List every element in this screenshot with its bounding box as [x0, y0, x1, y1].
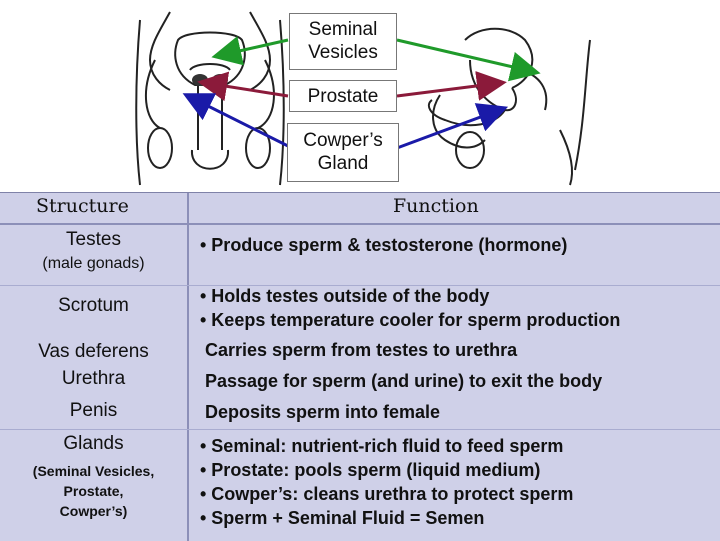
function-line: • Prostate: pools sperm (liquid medium) [200, 460, 541, 480]
table-row-structure: Urethra [0, 368, 187, 390]
side-view-sketch [427, 27, 591, 186]
structure-name: Testes [66, 229, 121, 250]
prostate-callout: Prostate [289, 80, 397, 112]
prostate-right-arrow [396, 70, 507, 101]
function-line: • Seminal: nutrient-rich fluid to feed s… [200, 436, 564, 456]
cowpers-left-arrow [182, 93, 289, 148]
function-line: Deposits sperm into female [205, 402, 441, 422]
seminal-left-arrow [211, 36, 289, 66]
anatomy-diagram: Seminal Vesicles Prostate Cowper’s Gland [0, 0, 720, 192]
function-line: Carries sperm from testes to urethra [205, 340, 518, 360]
structure-name: Glands [63, 433, 124, 454]
prostate-left-arrow [197, 71, 289, 102]
seminal-vesicles-callout: Seminal Vesicles [289, 13, 397, 70]
structure-subtitle: (Seminal Vesicles, Prostate, Cowper’s) [32, 463, 155, 519]
structure-name: Penis [69, 400, 118, 421]
function-header: Function [393, 195, 479, 217]
header-divider [0, 223, 720, 225]
structure-name: Vas deferens [38, 341, 149, 362]
table-row-structure: Testes (male gonads) [0, 229, 187, 274]
function-line: • Cowper’s: cleans urethra to protect sp… [200, 484, 574, 504]
table-row-structure: Penis [0, 400, 187, 422]
table-row-structure: Vas deferens [0, 341, 187, 363]
structure-header: Structure [36, 195, 129, 217]
structure-name: Scrotum [58, 295, 129, 316]
table-row-function: • Holds testes outside of the body • Kee… [200, 284, 715, 332]
row-divider [0, 429, 720, 430]
table-row-function: Deposits sperm into female [205, 400, 720, 424]
function-line: • Keeps temperature cooler for sperm pro… [200, 310, 621, 330]
table-row-function: • Produce sperm & testosterone (hormone) [200, 233, 715, 257]
function-line: Passage for sperm (and urine) to exit th… [205, 371, 603, 391]
cowpers-gland-callout: Cowper’s Gland [287, 123, 399, 182]
table-header: Structure Function [0, 193, 720, 223]
table-row-function: Carries sperm from testes to urethra [205, 338, 720, 362]
structure-function-table: Structure Function Testes (male gonads) … [0, 192, 720, 541]
function-line: • Holds testes outside of the body [200, 286, 490, 306]
column-divider [187, 193, 189, 541]
front-view-sketch [135, 11, 285, 186]
function-line: • Sperm + Seminal Fluid = Semen [200, 508, 485, 528]
table-row-function: • Seminal: nutrient-rich fluid to feed s… [200, 434, 715, 530]
structure-subtitle: (male gonads) [42, 255, 145, 272]
function-line: • Produce sperm & testosterone (hormone) [200, 235, 568, 255]
cowpers-right-arrow [396, 103, 509, 150]
structure-name: Urethra [61, 368, 126, 389]
table-row-function: Passage for sperm (and urine) to exit th… [205, 369, 720, 393]
anatomy-illustration [135, 11, 591, 186]
seminal-right-arrow [396, 38, 541, 82]
table-row-structure: Scrotum [0, 295, 187, 317]
table-row-structure: Glands (Seminal Vesicles, Prostate, Cowp… [0, 433, 187, 521]
row-divider [0, 285, 720, 286]
